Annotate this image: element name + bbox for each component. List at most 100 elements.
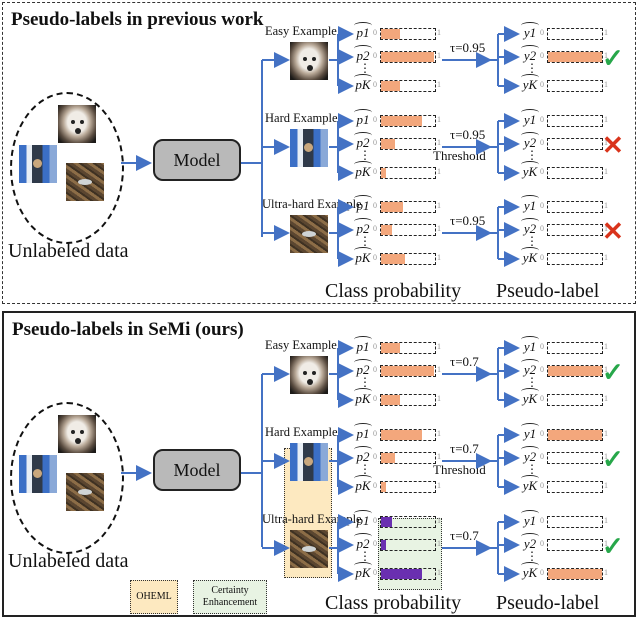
scale-max: 1	[437, 28, 441, 37]
hat-symbol	[521, 247, 539, 254]
prob-variable: pK	[354, 475, 372, 494]
scale-min: 0	[540, 138, 544, 147]
prob-bar-fill	[381, 29, 400, 39]
prob-bar	[380, 342, 436, 354]
class-probability-label: Class probability	[325, 592, 462, 614]
unlabeled-bird-image	[66, 473, 104, 511]
hat-symbol	[521, 74, 539, 81]
threshold-value: τ=0.95	[450, 213, 486, 228]
example-name: Ultra-hard Example	[262, 512, 362, 526]
scale-min: 0	[373, 429, 377, 438]
pseudo-label-heading: Pseudo-label	[496, 280, 600, 302]
scale-max: 1	[604, 28, 608, 37]
prob-variable: p1	[354, 109, 372, 128]
hat-symbol	[354, 562, 372, 569]
label-variable: y1	[521, 510, 539, 529]
example-name: Hard Example	[265, 111, 338, 125]
scale-min: 0	[540, 115, 544, 124]
check-icon: ✓	[602, 358, 624, 387]
prob-variable: pK	[354, 388, 372, 407]
prob-bar	[380, 429, 436, 441]
pseudo-label-bar	[547, 138, 603, 150]
scale-max: 1	[604, 365, 608, 374]
prob-bar-fill	[381, 202, 403, 212]
hat-symbol	[521, 388, 539, 395]
scale-max: 1	[437, 394, 441, 403]
scale-min: 0	[373, 452, 377, 461]
scale-min: 0	[540, 516, 544, 525]
prob-variable: p2	[354, 132, 372, 151]
scale-max: 1	[437, 201, 441, 210]
scale-max: 1	[437, 568, 441, 577]
pseudo-label-fill	[548, 569, 602, 579]
hat-symbol	[521, 45, 539, 52]
label-variable: y1	[521, 336, 539, 355]
prob-variable: pK	[354, 562, 372, 581]
example-name: Easy Example	[265, 24, 337, 38]
pseudo-label-bar	[547, 342, 603, 354]
panel-title: Pseudo-labels in SeMi (ours)	[12, 319, 244, 340]
scale-max: 1	[437, 365, 441, 374]
prob-variable: p1	[354, 336, 372, 355]
scale-max: 1	[437, 115, 441, 124]
hat-symbol	[354, 74, 372, 81]
scale-max: 1	[437, 167, 441, 176]
prob-variable: p1	[354, 22, 372, 41]
pseudo-label-bar	[547, 481, 603, 493]
scale-min: 0	[540, 365, 544, 374]
scale-min: 0	[540, 201, 544, 210]
prob-variable: p2	[354, 218, 372, 237]
unlabeled-dog-image	[58, 105, 96, 143]
prob-bar	[380, 481, 436, 493]
pseudo-label-bar	[547, 253, 603, 265]
scale-min: 0	[540, 342, 544, 351]
model-box: Model	[153, 139, 241, 181]
prob-bar	[380, 80, 436, 92]
unlabeled-dog-image	[58, 415, 96, 453]
label-variable: y2	[521, 218, 539, 237]
hat-symbol	[521, 132, 539, 139]
scale-min: 0	[373, 394, 377, 403]
hat-symbol	[521, 218, 539, 225]
scale-max: 1	[604, 167, 608, 176]
scale-min: 0	[373, 224, 377, 233]
prob-variable: p1	[354, 195, 372, 214]
pseudo-label-bar	[547, 28, 603, 40]
unlabeled-data-label: Unlabeled data	[8, 550, 129, 572]
threshold-value: τ=0.7	[450, 354, 479, 369]
scale-max: 1	[604, 452, 608, 461]
scale-max: 1	[437, 429, 441, 438]
prob-bar-fill	[381, 168, 387, 178]
scale-max: 1	[604, 516, 608, 525]
cross-icon: ✕	[602, 217, 624, 246]
prob-variable: pK	[354, 247, 372, 266]
example-name: Easy Example	[265, 338, 337, 352]
scale-min: 0	[540, 253, 544, 262]
scale-max: 1	[437, 253, 441, 262]
prob-bar	[380, 28, 436, 40]
prob-bar-fill	[381, 395, 400, 405]
prob-bar	[380, 167, 436, 179]
example-bird-image	[290, 530, 328, 568]
label-variable: yK	[521, 475, 539, 494]
prob-bar-fill	[381, 540, 387, 550]
label-variable: y2	[521, 132, 539, 151]
pseudo-label-bar	[547, 394, 603, 406]
scale-max: 1	[437, 481, 441, 490]
pseudo-label-bar	[547, 167, 603, 179]
prob-variable: p2	[354, 533, 372, 552]
pseudo-label-bar	[547, 201, 603, 213]
check-icon: ✓	[602, 532, 624, 561]
prob-bar	[380, 253, 436, 265]
prob-bar-fill	[381, 139, 395, 149]
example-name: Ultra-hard Example	[262, 197, 362, 211]
hat-symbol	[521, 161, 539, 168]
scale-min: 0	[373, 167, 377, 176]
label-variable: yK	[521, 74, 539, 93]
unlabeled-bird-image	[66, 163, 104, 201]
prob-bar	[380, 539, 436, 551]
pseudo-label-bar	[547, 452, 603, 464]
scale-max: 1	[437, 342, 441, 351]
hat-symbol	[354, 475, 372, 482]
